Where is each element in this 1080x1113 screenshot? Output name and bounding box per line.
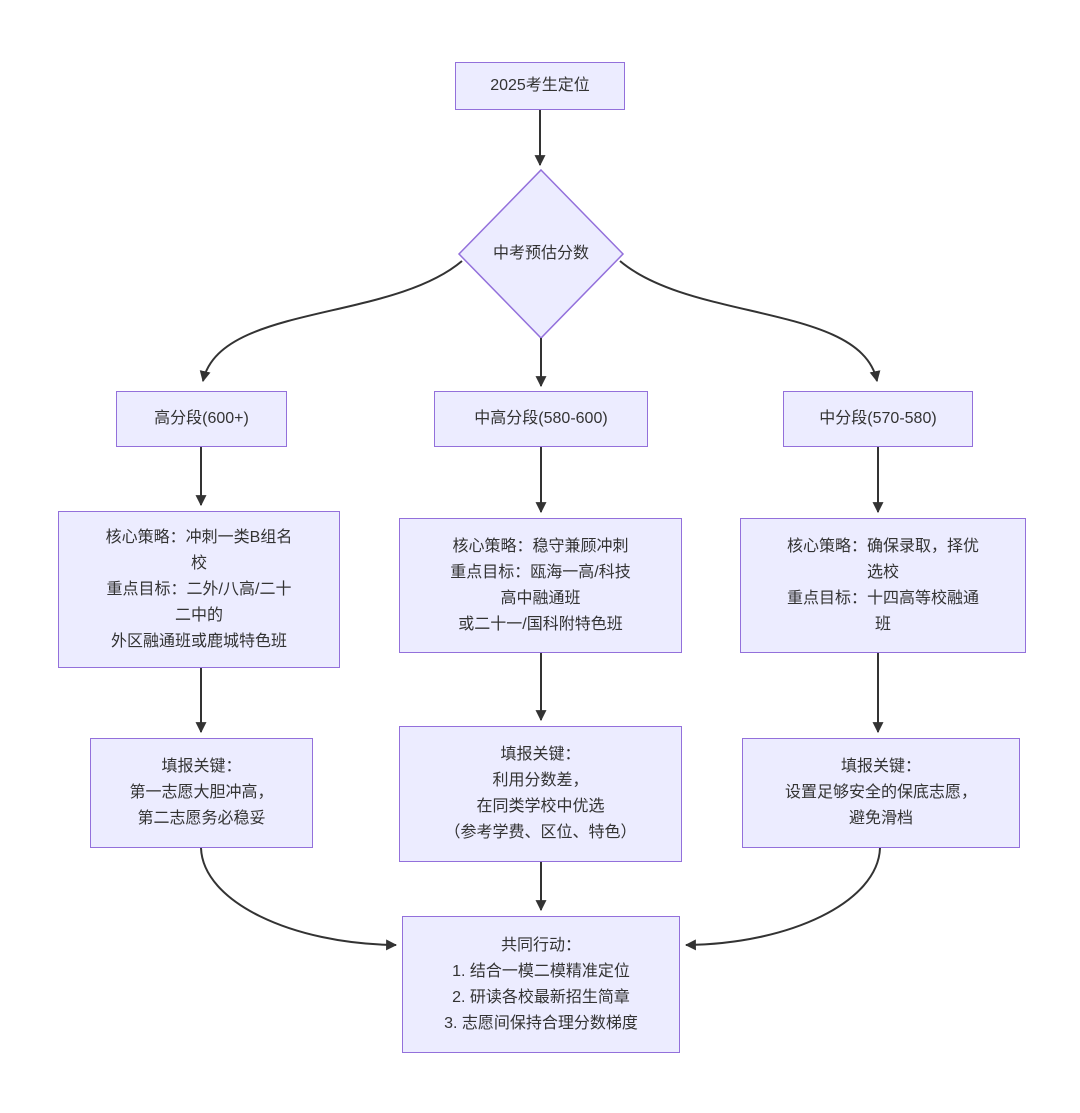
node-key-mid-high: 填报关键： 利用分数差， 在同类学校中优选 （参考学费、区位、特色） [399, 726, 682, 862]
node-start: 2025考生定位 [455, 62, 625, 110]
node-key-mid: 填报关键： 设置足够安全的保底志愿， 避免滑档 [742, 738, 1020, 848]
node-strategy-high: 核心策略：冲刺一类B组名 校 重点目标：二外/八高/二十 二中的 外区融通班或鹿… [58, 511, 340, 668]
node-decision-label: 中考预估分数 [492, 245, 589, 262]
node-strategy-mid-high: 核心策略：稳守兼顾冲刺 重点目标：瓯海一高/科技 高中融通班 或二十一/国科附特… [399, 518, 682, 653]
node-band-mid: 中分段(570-580) [783, 391, 973, 447]
edge-key-mid-to-common [684, 847, 881, 951]
edge-key-high-to-common [200, 847, 398, 951]
edge-decision-to-band-mid [619, 260, 881, 383]
node-common-action: 共同行动： 1. 结合一模二模精准定位 2. 研读各校最新招生简章 3. 志愿间… [402, 916, 680, 1053]
node-band-mid-high: 中高分段(580-600) [434, 391, 648, 447]
node-band-high: 高分段(600+) [116, 391, 287, 447]
node-strategy-mid: 核心策略：确保录取，择优 选校 重点目标：十四高等校融通 班 [740, 518, 1026, 653]
edge-decision-to-band-high [199, 260, 463, 383]
node-key-high: 填报关键： 第一志愿大胆冲高， 第二志愿务必稳妥 [90, 738, 313, 848]
